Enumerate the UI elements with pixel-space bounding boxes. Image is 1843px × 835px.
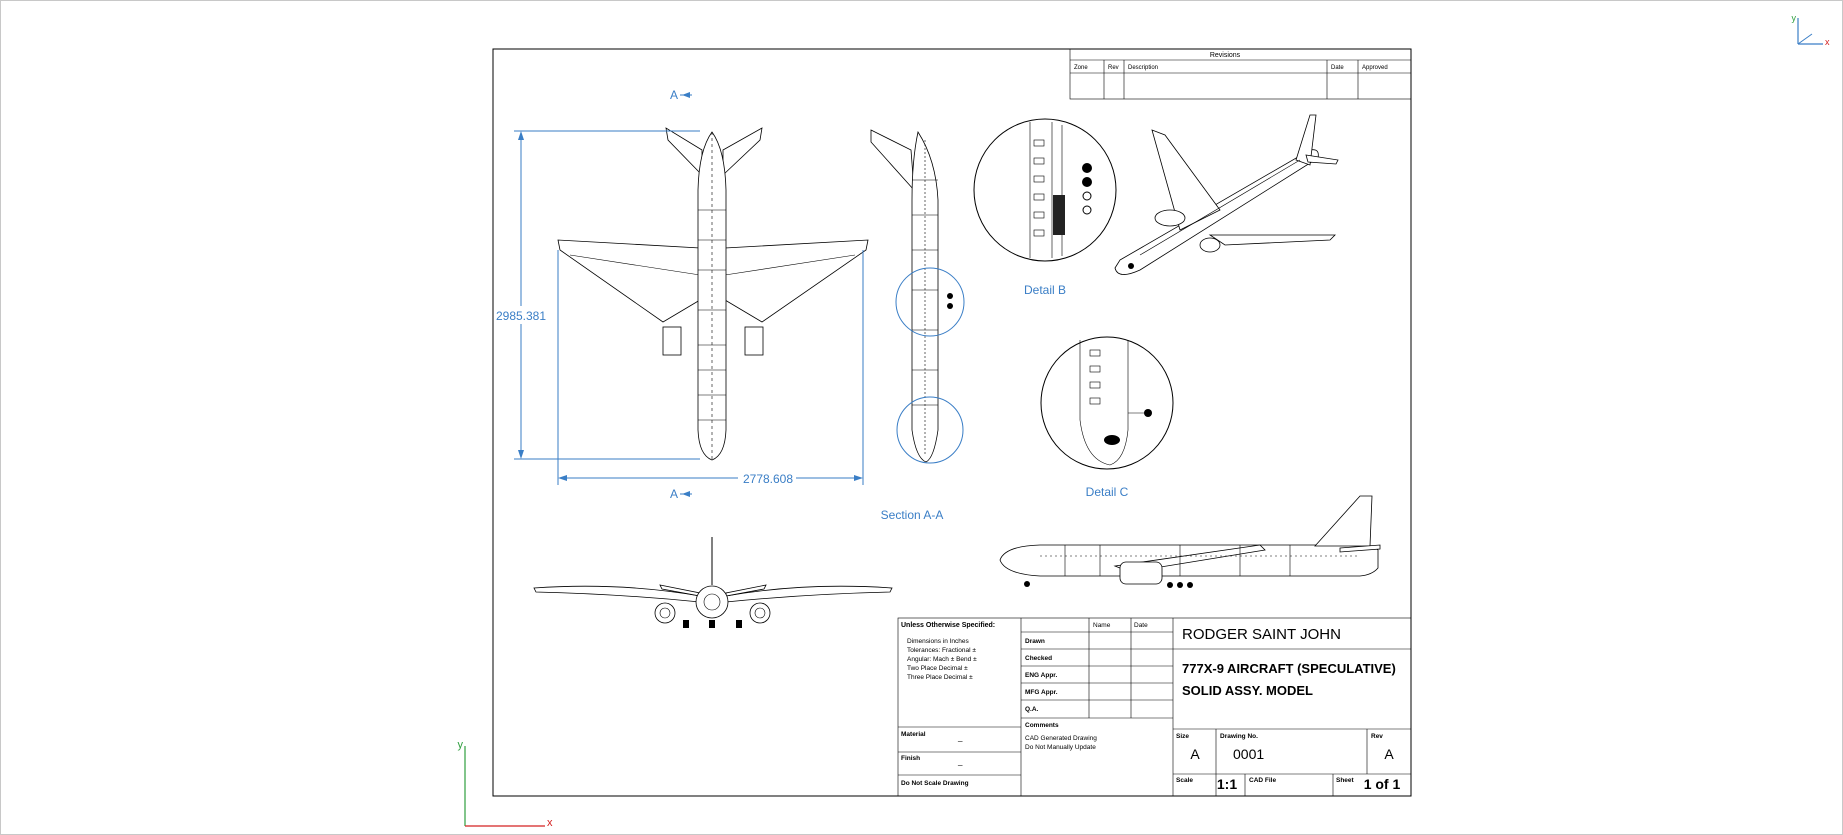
- rev-label: Rev: [1371, 733, 1383, 740]
- detail-b-label: Detail B: [1024, 283, 1066, 297]
- revisions-col-rev: Rev: [1108, 65, 1119, 71]
- row-qa: Q.A.: [1025, 706, 1039, 713]
- axis-triad-bottom-left: y x: [458, 739, 554, 829]
- revisions-col-approved: Approved: [1362, 65, 1388, 71]
- section-marker-bottom: A: [670, 487, 678, 501]
- drawing-no-label: Drawing No.: [1220, 733, 1258, 740]
- col-name-header: Name: [1093, 622, 1111, 629]
- size-label: Size: [1176, 733, 1189, 740]
- col-date-header: Date: [1134, 622, 1148, 629]
- revisions-col-zone: Zone: [1074, 65, 1088, 71]
- scale-value: 1:1: [1217, 776, 1237, 792]
- tolerance-line-4: Two Place Decimal ±: [907, 665, 968, 672]
- axis-triad-top-right: y x: [1792, 13, 1831, 47]
- tolerance-line-2: Tolerances: Fractional ±: [907, 647, 976, 654]
- sheet-label: Sheet: [1336, 777, 1355, 784]
- triad-top-y-label: y: [1792, 13, 1797, 23]
- drawing-title-line-2: SOLID ASSY. MODEL: [1182, 683, 1313, 698]
- row-eng-appr: ENG Appr.: [1025, 672, 1057, 679]
- section-markers[interactable]: A A: [670, 88, 692, 501]
- section-a-a-view[interactable]: Section A-A: [870, 129, 965, 522]
- finish-label: Finish: [901, 755, 920, 762]
- isometric-view[interactable]: [1114, 114, 1339, 275]
- drawing-no-value: 0001: [1233, 746, 1264, 762]
- rev-value: A: [1384, 746, 1394, 762]
- sheet-value: 1 of 1: [1364, 776, 1401, 792]
- dimension-height[interactable]: 2985.381: [495, 130, 700, 460]
- row-drawn: Drawn: [1025, 638, 1045, 645]
- detail-b-view[interactable]: Detail B: [973, 118, 1117, 297]
- company-name: RODGER SAINT JOHN: [1182, 626, 1341, 643]
- detail-c-view[interactable]: Detail C: [1040, 336, 1174, 499]
- triad-y-label: y: [458, 739, 464, 751]
- section-marker-top: A: [670, 88, 678, 102]
- comments-line-2: Do Not Manually Update: [1025, 744, 1096, 751]
- drawing-title-line-1: 777X-9 AIRCRAFT (SPECULATIVE): [1182, 661, 1396, 676]
- row-mfg-appr: MFG Appr.: [1025, 689, 1058, 696]
- row-checked: Checked: [1025, 655, 1052, 662]
- scale-label: Scale: [1176, 777, 1193, 784]
- section-a-a-label: Section A-A: [881, 508, 944, 522]
- tolerances-title: Unless Otherwise Specified:: [901, 622, 995, 629]
- dimension-width-value: 2778.608: [743, 472, 793, 486]
- tolerance-line-5: Three Place Decimal ±: [907, 674, 973, 681]
- comments-label: Comments: [1025, 722, 1059, 729]
- size-value: A: [1190, 746, 1200, 762]
- tolerance-line-3: Angular: Mach ± Bend ±: [907, 656, 977, 663]
- material-value: _: [957, 733, 963, 742]
- dimension-width[interactable]: 2778.608: [557, 250, 864, 486]
- revisions-title: Revisions: [1210, 52, 1241, 59]
- detail-c-label: Detail C: [1086, 485, 1129, 499]
- top-view[interactable]: [557, 127, 869, 461]
- cad-file-label: CAD File: [1249, 777, 1276, 784]
- side-view[interactable]: [999, 495, 1381, 588]
- front-view[interactable]: [533, 537, 893, 628]
- do-not-scale-label: Do Not Scale Drawing: [901, 780, 969, 787]
- triad-top-x-label: x: [1825, 37, 1830, 47]
- tolerance-line-1: Dimensions in Inches: [907, 638, 970, 645]
- material-label: Material: [901, 731, 926, 738]
- triad-x-label: x: [547, 817, 553, 829]
- finish-value: _: [957, 757, 963, 766]
- dimension-height-value: 2985.381: [496, 309, 546, 323]
- revisions-col-description: Description: [1128, 65, 1158, 71]
- comments-line-1: CAD Generated Drawing: [1025, 735, 1097, 742]
- revisions-table: Revisions Zone Rev Description Date Appr…: [1069, 48, 1412, 100]
- revisions-col-date: Date: [1331, 65, 1344, 71]
- title-block: Unless Otherwise Specified: Dimensions i…: [897, 617, 1412, 797]
